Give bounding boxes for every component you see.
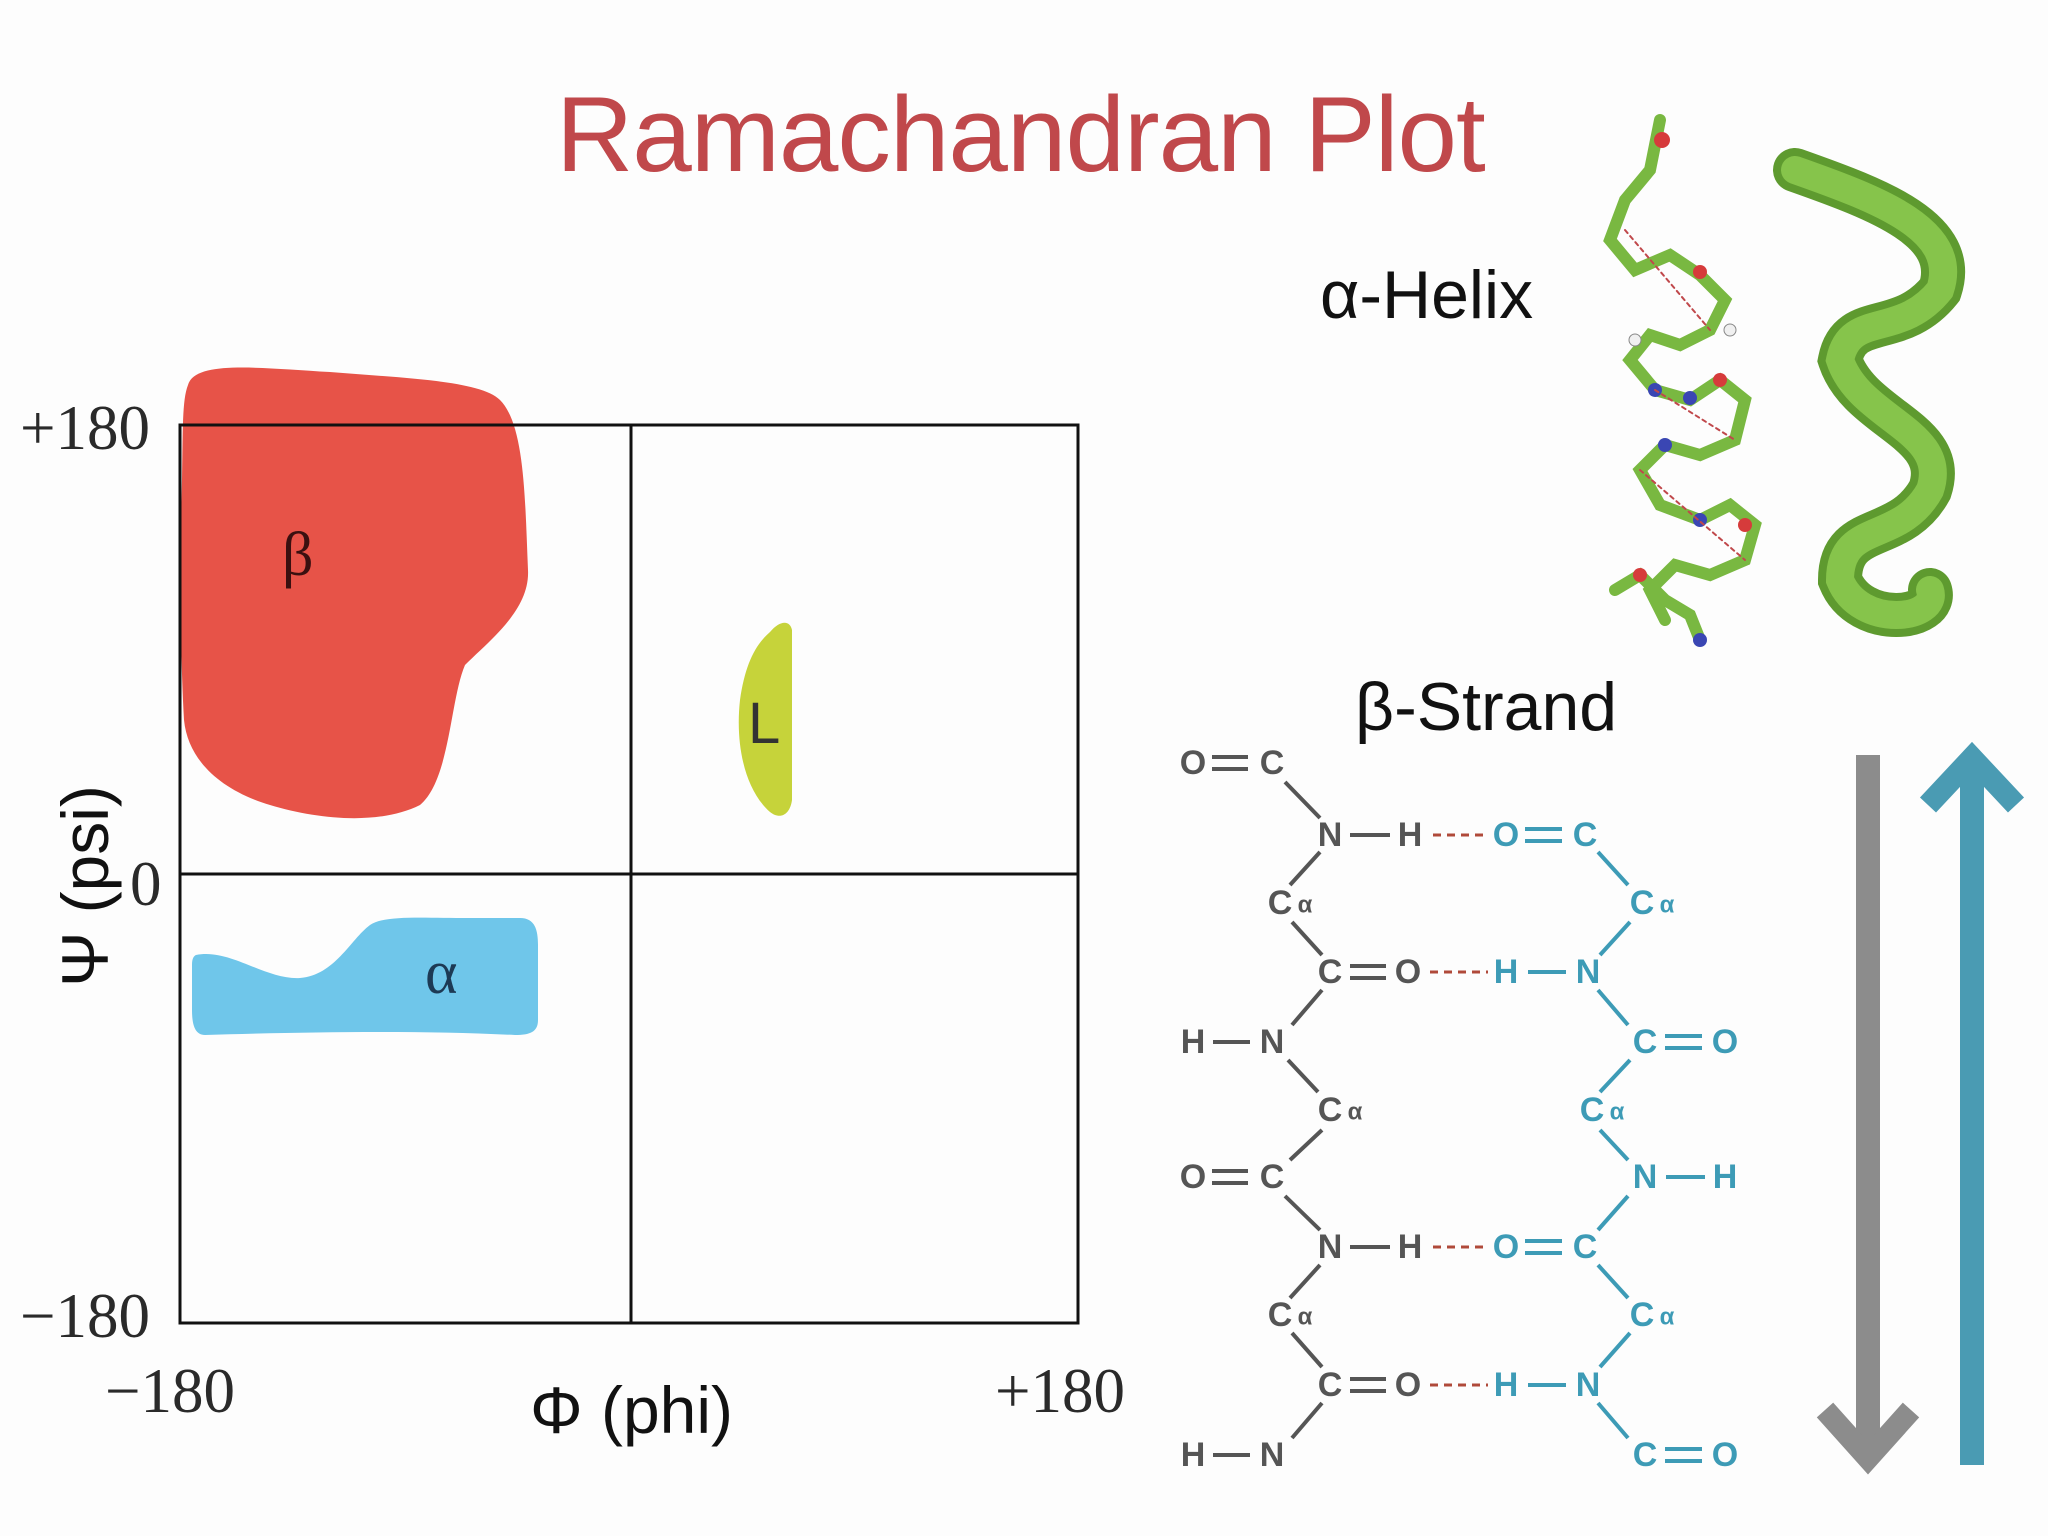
left-bond [1290, 1331, 1324, 1369]
right-atom-n: N [1633, 1158, 1658, 1196]
left-atom-h: H [1398, 816, 1423, 854]
left-calpha-c: C [1318, 1091, 1343, 1129]
right-calpha-c: C [1580, 1091, 1605, 1129]
l-region [738, 622, 792, 816]
left-bond [1288, 1128, 1324, 1162]
left-calpha-c: C [1268, 884, 1293, 922]
right-atom-o: O [1712, 1436, 1738, 1474]
helix-stick-model [1603, 114, 1762, 647]
down-arrow-head [1816, 1402, 1920, 1475]
y-tick-zero: 0 [130, 849, 162, 919]
left-bond [1283, 1194, 1322, 1232]
right-bond [1598, 920, 1632, 957]
left-bond [1288, 850, 1322, 887]
beta-region [180, 367, 529, 819]
left-atom-c: C [1318, 953, 1343, 991]
left-calpha-alpha: α [1298, 892, 1313, 919]
left-bond [1286, 1058, 1320, 1094]
left-bond [1290, 920, 1324, 957]
right-atom-c: C [1573, 816, 1598, 854]
right-calpha-alpha: α [1610, 1099, 1625, 1126]
left-atom-o: O [1180, 1158, 1206, 1196]
helix-ribbon [1773, 148, 1965, 637]
left-atom-c: C [1318, 1366, 1343, 1404]
x-tick-right: +180 [995, 1356, 1126, 1426]
right-atom-o: O [1493, 816, 1519, 854]
page-title: Ramachandran Plot [556, 74, 1486, 194]
right-atom-o: O [1493, 1228, 1519, 1266]
left-bond [1288, 1263, 1322, 1300]
right-bond [1596, 1263, 1630, 1300]
left-atom-h: H [1181, 1436, 1206, 1474]
right-bond [1598, 1128, 1630, 1162]
right-atom-h: H [1713, 1158, 1738, 1196]
right-atom-n: N [1576, 953, 1601, 991]
left-bond [1290, 1401, 1324, 1440]
right-atom-h: H [1494, 953, 1519, 991]
right-atom-c: C [1573, 1228, 1598, 1266]
left-atom-h: H [1398, 1228, 1423, 1266]
right-atom-c: C [1633, 1436, 1658, 1474]
right-calpha-alpha: α [1660, 892, 1675, 919]
left-atom-h: H [1181, 1023, 1206, 1061]
left-calpha-c: C [1268, 1296, 1293, 1334]
up-arrow-head [1919, 741, 2025, 813]
right-bond [1598, 1058, 1632, 1094]
right-atom-n: N [1576, 1366, 1601, 1404]
left-atom-o: O [1180, 744, 1206, 782]
right-bond [1598, 1331, 1632, 1369]
alpha-helix-label: α-Helix [1320, 257, 1534, 333]
right-bond [1596, 1401, 1630, 1440]
right-atom-h: H [1494, 1366, 1519, 1404]
right-calpha-c: C [1630, 1296, 1655, 1334]
right-bond [1596, 988, 1630, 1027]
right-bond [1596, 850, 1630, 887]
left-atom-n: N [1260, 1436, 1285, 1474]
x-axis-label: Φ (phi) [530, 1373, 734, 1447]
y-tick-bottom: −180 [20, 1281, 151, 1351]
right-calpha-alpha: α [1660, 1304, 1675, 1331]
l-region-label: L [748, 691, 781, 756]
left-atom-n: N [1318, 816, 1343, 854]
beta-region-label: β [282, 521, 314, 589]
left-bond [1290, 988, 1324, 1027]
right-atom-o: O [1712, 1023, 1738, 1061]
left-atom-n: N [1260, 1023, 1285, 1061]
left-atom-n: N [1318, 1228, 1343, 1266]
left-calpha-alpha: α [1298, 1304, 1313, 1331]
alpha-region [192, 917, 538, 1035]
right-bond [1596, 1194, 1630, 1232]
left-calpha-alpha: α [1348, 1099, 1363, 1126]
right-atom-c: C [1633, 1023, 1658, 1061]
beta-strand-label: β-Strand [1355, 669, 1618, 745]
left-atom-o: O [1395, 1366, 1421, 1404]
alpha-region-label: α [425, 939, 458, 1007]
left-atom-c: C [1260, 744, 1285, 782]
x-tick-left: −180 [105, 1356, 236, 1426]
left-bond [1283, 780, 1322, 820]
left-atom-c: C [1260, 1158, 1285, 1196]
left-atom-o: O [1395, 953, 1421, 991]
right-calpha-c: C [1630, 884, 1655, 922]
y-tick-top: +180 [20, 393, 151, 463]
